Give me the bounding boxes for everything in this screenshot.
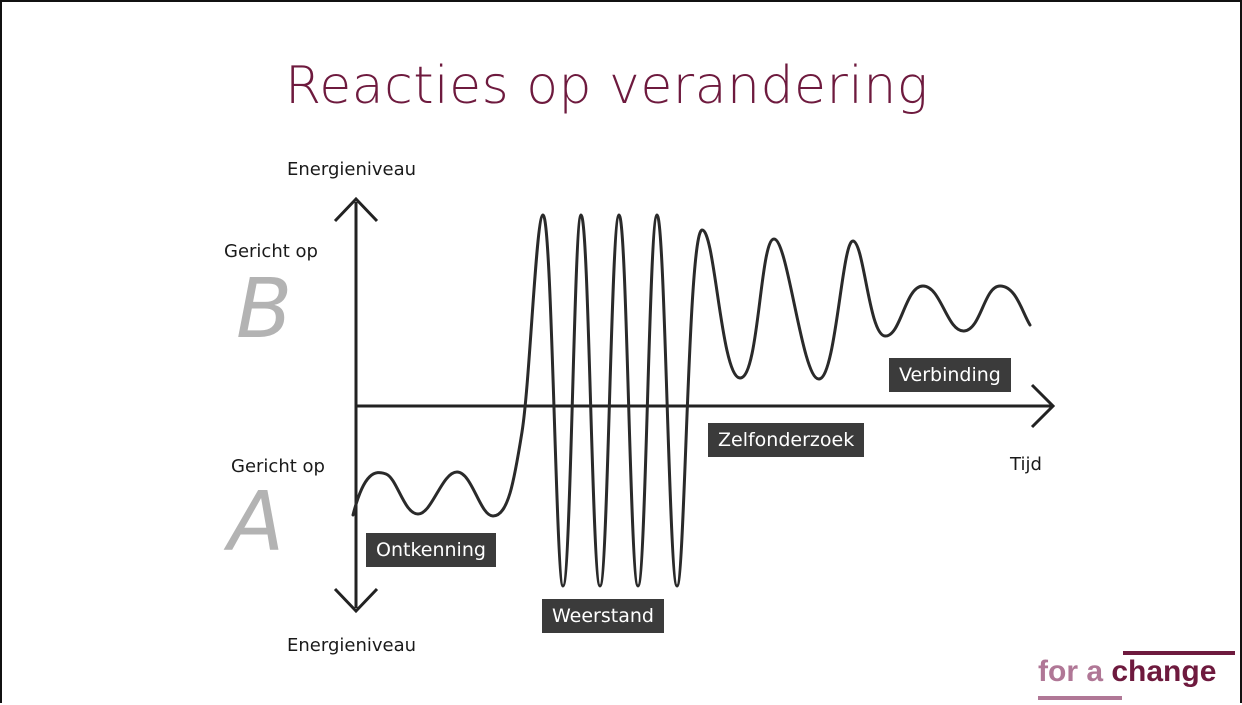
upper-focus-letter: B	[236, 262, 293, 357]
logo-top-bar	[1123, 651, 1235, 655]
for-a-change-logo: for a change	[1038, 651, 1238, 705]
slide-title: Reacties op verandering	[285, 56, 929, 116]
y-axis-top-arrowhead	[333, 196, 379, 223]
logo-bottom-bar	[1038, 696, 1122, 700]
phase-label-zelfonderzoek: Zelfonderzoek	[708, 423, 865, 457]
logo-text: for a change	[1038, 655, 1217, 688]
phase-label-ontkenning: Ontkenning	[366, 533, 496, 567]
reaction-curve	[351, 213, 1032, 588]
phase-label-verbinding: Verbinding	[889, 358, 1011, 392]
x-axis-label: Tijd	[1010, 454, 1042, 475]
y-axis-bottom-arrowhead	[333, 587, 379, 614]
x-axis-arrowhead	[1030, 383, 1056, 429]
upper-focus-label: Gericht op	[224, 241, 318, 262]
lower-focus-letter: A	[228, 475, 285, 570]
lower-focus-label: Gericht op	[231, 456, 325, 477]
y-axis-bottom-label: Energieniveau	[287, 635, 417, 656]
y-axis-top-label: Energieniveau	[287, 159, 417, 180]
phase-label-weerstand: Weerstand	[542, 599, 664, 633]
